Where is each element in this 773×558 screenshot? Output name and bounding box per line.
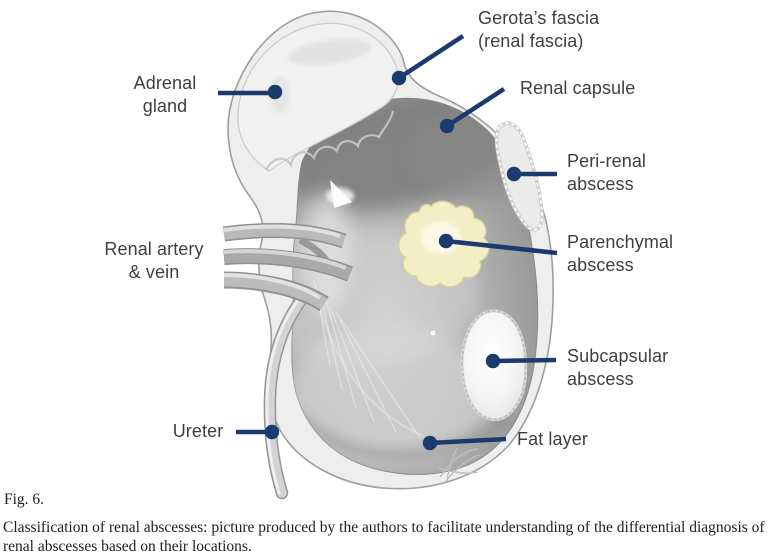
label-renal-artery-vein: Renal artery & vein [104, 239, 204, 282]
label-subcapsular-abscess: Subcapsular abscess [567, 346, 669, 389]
label-peri-renal-abscess: Peri-renal abscess [567, 151, 647, 194]
label-parenchymal-abscess: Parenchymal abscess [567, 232, 674, 275]
leader-lines [218, 34, 558, 451]
label-fat-layer: Fat layer [517, 429, 588, 449]
artist-signature [437, 447, 482, 482]
label-ureter: Ureter [172, 421, 224, 441]
kidney-illustration [218, 10, 558, 500]
ureter-shape [263, 288, 312, 500]
label-gerotas-fascia: Gerota’s fascia (renal fascia) [478, 8, 600, 51]
figure-label: Fig. 6. [4, 491, 45, 508]
figure-caption: Classification of renal abscesses: pictu… [3, 519, 765, 555]
label-adrenal-gland: Adrenal gland [133, 73, 197, 116]
renal-vessels-shape [223, 223, 353, 312]
label-renal-capsule: Renal capsule [520, 78, 636, 98]
